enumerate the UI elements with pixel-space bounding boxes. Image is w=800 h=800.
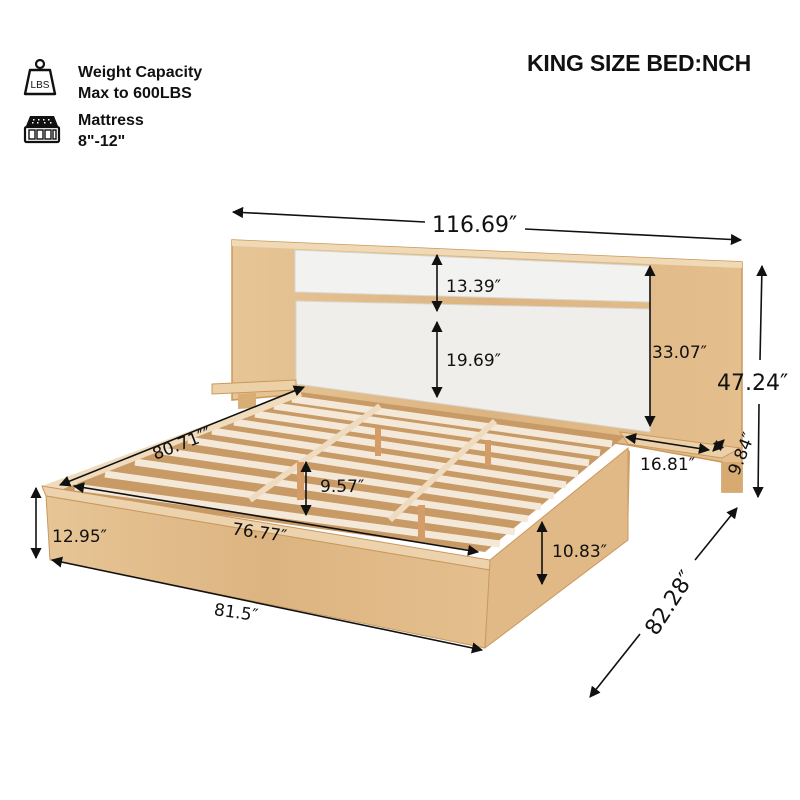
- dim-total-height: 47.24″: [717, 371, 788, 396]
- mattress-label: Mattress: [78, 112, 144, 129]
- dim-upper-cushion-height: 13.39″: [446, 277, 501, 297]
- weight-capacity-text: Weight Capacity Max to 600LBS: [78, 62, 202, 104]
- dim-slat-clearance: 9.57″: [320, 477, 364, 497]
- weight-icon: LBS: [20, 58, 60, 98]
- weight-capacity-value: Max to 600LBS: [78, 85, 192, 102]
- dim-cushion-total-height: 33.07″: [652, 343, 707, 363]
- mattress-thickness-value: 8"-12": [78, 133, 126, 150]
- mattress-text: Mattress 8"-12": [78, 110, 144, 152]
- dim-frame-height: 12.95″: [52, 527, 107, 547]
- mattress-icon: [22, 110, 62, 150]
- product-title: KING SIZE BED:NCH: [527, 50, 752, 76]
- svg-text:LBS: LBS: [31, 80, 50, 91]
- headboard: [231, 239, 743, 493]
- dim-total-width: 116.69″: [432, 213, 517, 238]
- weight-capacity-label: Weight Capacity: [78, 64, 203, 81]
- dim-nightstand-width: 16.81″: [640, 455, 695, 475]
- dimension-lines: [30, 206, 768, 698]
- dim-lower-cushion-height: 19.69″: [446, 351, 501, 371]
- lower-cushion: [295, 300, 651, 433]
- dim-side-rail-height: 10.83″: [552, 542, 607, 562]
- dim-total-length: 82.28″: [641, 567, 701, 640]
- dim-outer-width: 81.5″: [213, 600, 260, 626]
